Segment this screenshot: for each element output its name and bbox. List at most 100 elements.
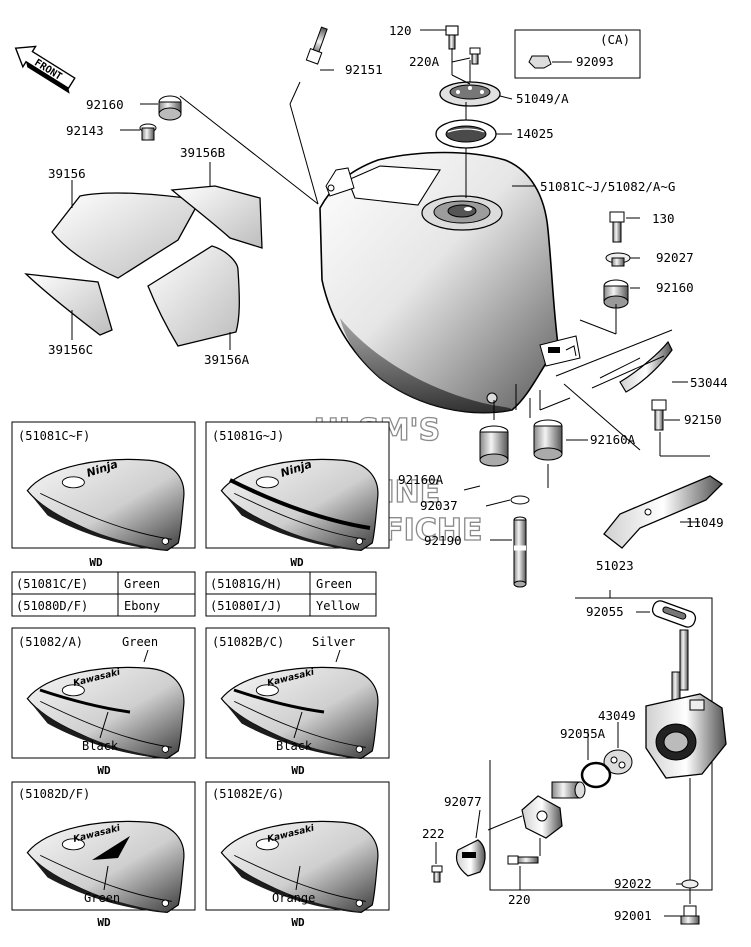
variant-color-top: Green (122, 635, 158, 649)
leader-lines (71, 29, 710, 917)
pad-39156b (170, 185, 263, 249)
label-92150: 92150 (684, 412, 722, 427)
label-43049: 43049 (598, 708, 636, 723)
label-92190: 92190 (424, 533, 462, 548)
nut-92093 (528, 55, 552, 69)
ca-box (514, 29, 641, 79)
screw-220a (469, 47, 481, 65)
lever-shaft (551, 781, 586, 799)
variant-color-top: Silver (312, 635, 355, 649)
label-51049: 51049/A (516, 91, 569, 106)
fuel-cap-51049 (439, 81, 501, 107)
variant-color-bottom: Orange (272, 891, 315, 905)
label-39156a: 39156A (204, 352, 250, 367)
cap-gasket-14025 (435, 119, 497, 149)
color-code: (51081G/H) (210, 577, 282, 591)
screw-220 (507, 855, 539, 865)
color-name: Ebony (124, 599, 160, 613)
label-92077: 92077 (444, 794, 482, 809)
label-92143: 92143 (66, 123, 104, 138)
label-92001: 92001 (614, 908, 652, 923)
color-name: Yellow (316, 599, 360, 613)
color-code: (51080D/F) (16, 599, 88, 613)
screw-222 (431, 865, 443, 883)
variant-color-bottom: Green (84, 891, 120, 905)
color-code: (51080I/J) (210, 599, 282, 613)
label-222: 222 (422, 826, 445, 841)
front-arrow-icon: FRONT (14, 45, 76, 94)
variant-panel-51082d-f: Kawasaki (51082D/F) Green WD (11, 781, 196, 929)
variant-title: (51082B/C) (212, 635, 284, 649)
label-92022: 92022 (614, 876, 652, 891)
variant-title: (51082/A) (18, 635, 83, 649)
label-51081: 51081C~J/51082/A~G (540, 179, 675, 194)
damper-92160a-right (533, 419, 563, 461)
assy-box-51023 (489, 597, 713, 891)
bolt-92001 (680, 905, 700, 925)
plate-43049 (603, 749, 633, 775)
label-92027: 92027 (656, 250, 694, 265)
bolt-92151 (305, 26, 328, 65)
gasket-92055 (651, 600, 697, 628)
variant-wd: WD (97, 764, 111, 777)
label-14025: 14025 (516, 126, 554, 141)
label-92055: 92055 (586, 604, 624, 619)
label-92160-top: 92160 (86, 97, 124, 112)
variant-panel-51082e-g: Kawasaki (51082E/G) Orange WD (205, 781, 390, 929)
label-92160-right: 92160 (656, 280, 694, 295)
damper-92160a-left (479, 425, 509, 467)
damper-53044 (619, 340, 673, 393)
collar-92143 (139, 123, 157, 141)
label-53044: 53044 (690, 375, 728, 390)
clip-92037 (510, 495, 530, 505)
variant-wd: WD (97, 916, 111, 929)
hose-92190 (513, 516, 527, 588)
label-39156b: 39156B (180, 145, 225, 160)
variant-panel-51081c-f: Ninja (51081C~F) WD (11, 421, 196, 569)
color-code: (51081C/E) (16, 577, 88, 591)
variant-color-bottom: Black (276, 739, 313, 753)
variant-panel-51081g-j: Ninja (51081G~J) WD (205, 421, 390, 569)
cover-plate (521, 795, 563, 839)
grommet-92160-right (603, 279, 629, 309)
label-92151: 92151 (345, 62, 383, 77)
color-table-right: (51081G/H) Green (51080I/J) Yellow (205, 571, 377, 617)
label-92160a-right: 92160A (590, 432, 636, 447)
variant-color-bottom: Black (82, 739, 119, 753)
color-name: Green (124, 577, 160, 591)
grommet-92160-top (158, 95, 182, 121)
collar-92027 (605, 252, 631, 267)
label-92055a: 92055A (560, 726, 606, 741)
pad-39156c (24, 273, 113, 336)
label-92160a-left: 92160A (398, 472, 444, 487)
bolt-130 (609, 211, 625, 243)
pad-39156 (51, 192, 202, 279)
variant-wd: WD (291, 916, 305, 929)
label-220: 220 (508, 892, 531, 907)
variant-title: (51082E/G) (212, 787, 284, 801)
fuel-tank (319, 151, 581, 414)
assembly-lines (529, 329, 673, 418)
label-92093: 92093 (576, 54, 614, 69)
label-11049: 11049 (686, 515, 724, 530)
pad-39156a (147, 245, 240, 347)
variant-panel-51082b-c: Kawasaki (51082B/C) Silver Black WD (205, 627, 390, 777)
label-51023: 51023 (596, 558, 634, 573)
label-120: 120 (389, 23, 412, 38)
fuel-cock (645, 629, 727, 779)
label-39156: 39156 (48, 166, 86, 181)
color-name: Green (316, 577, 352, 591)
variant-wd: WD (89, 556, 103, 569)
label-92037: 92037 (420, 498, 458, 513)
bolt-92150 (651, 399, 667, 431)
label-130: 130 (652, 211, 675, 226)
label-39156c: 39156C (48, 342, 93, 357)
label-ca: (CA) (600, 32, 630, 47)
variant-title: (51081C~F) (18, 429, 90, 443)
washer-92022 (681, 879, 699, 889)
color-table-left: (51081C/E) Green (51080D/F) Ebony (11, 571, 196, 617)
variant-wd: WD (291, 764, 305, 777)
variant-title: (51082D/F) (18, 787, 90, 801)
